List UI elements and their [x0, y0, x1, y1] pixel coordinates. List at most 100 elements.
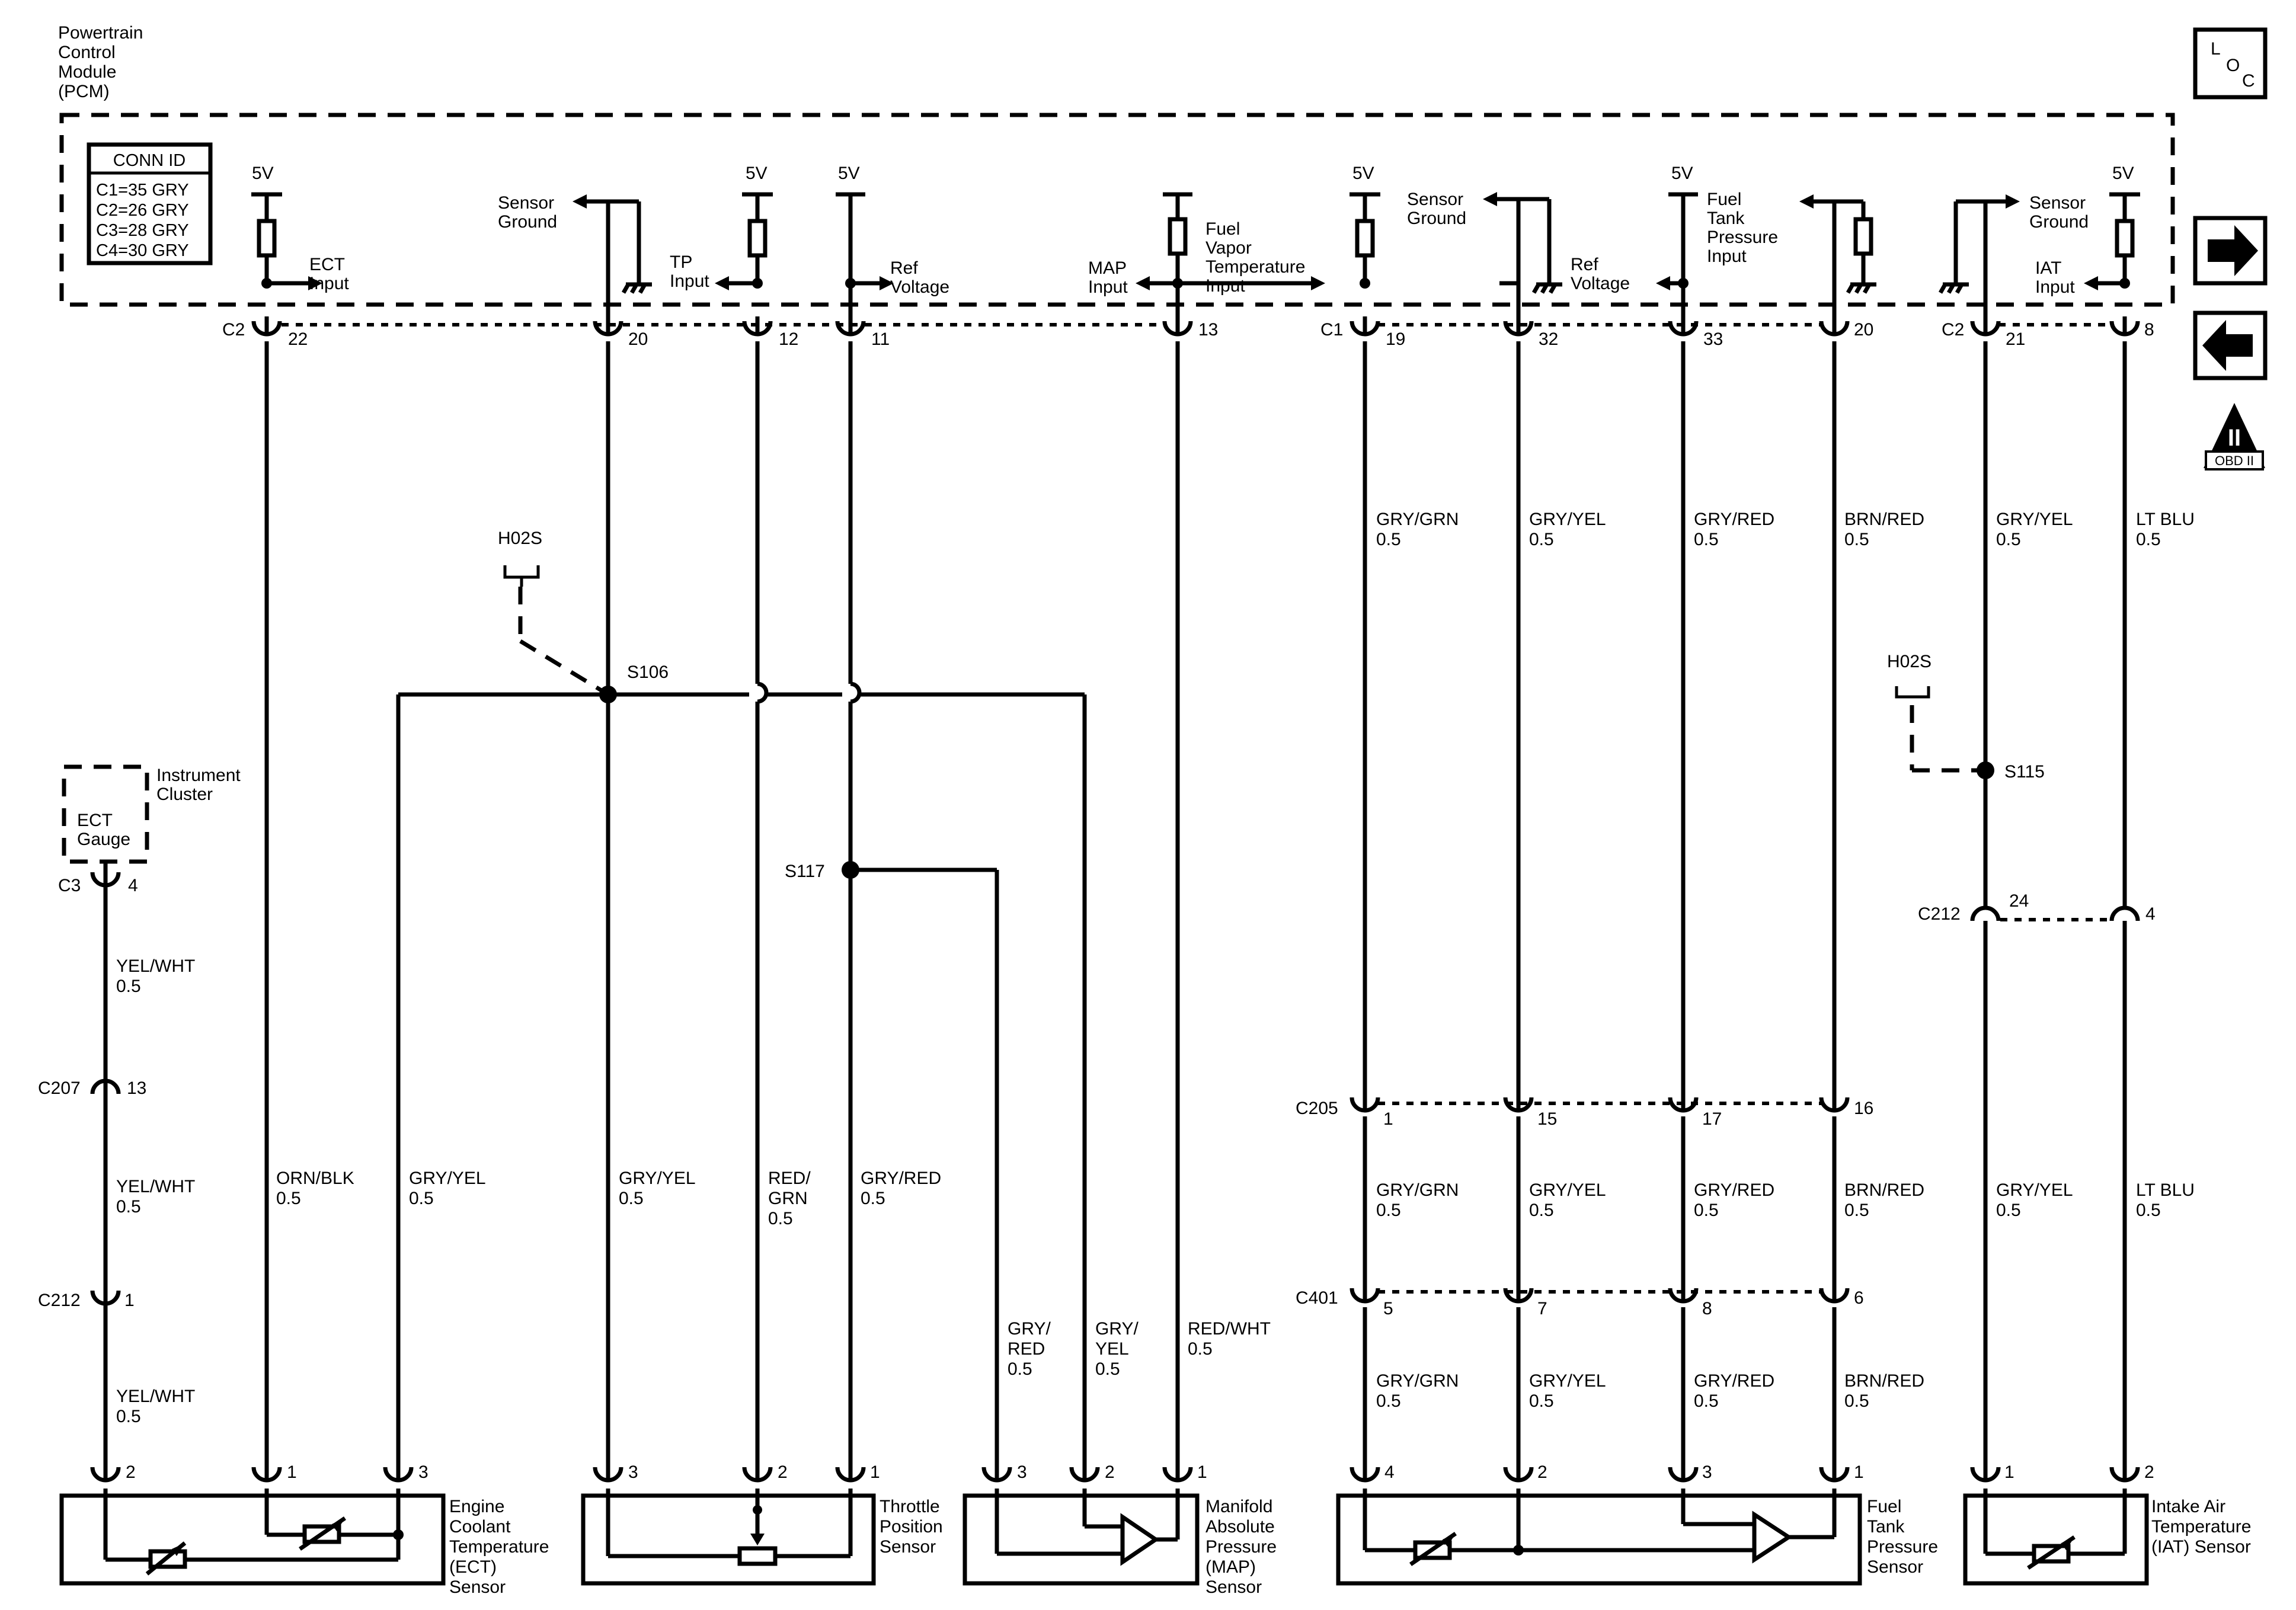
svg-text:Ref: Ref [1571, 255, 1598, 274]
svg-text:S106: S106 [627, 662, 669, 682]
svg-text:1: 1 [870, 1462, 880, 1482]
svg-text:ECT: ECT [77, 811, 113, 830]
svg-text:32: 32 [1539, 329, 1558, 349]
svg-text:C2: C2 [1942, 320, 1964, 340]
svg-text:IAT: IAT [2035, 258, 2061, 278]
svg-text:GRY/: GRY/ [1008, 1319, 1051, 1339]
svg-text:1: 1 [2004, 1462, 2014, 1482]
svg-text:15: 15 [1537, 1109, 1557, 1129]
svg-text:ECT: ECT [309, 255, 345, 274]
svg-text:5V: 5V [1671, 164, 1693, 183]
svg-text:OBD II: OBD II [2215, 453, 2254, 468]
svg-text:5V: 5V [1352, 164, 1374, 183]
svg-text:0.5: 0.5 [1844, 1391, 1869, 1411]
svg-text:C: C [2242, 71, 2255, 91]
svg-text:0.5: 0.5 [1376, 1201, 1401, 1220]
harness-wires [103, 341, 2127, 1466]
pcm-internal-circuits: 5V ECT Input Sensor Ground 5V TP Input 5… [251, 164, 2140, 325]
svg-text:GRY/: GRY/ [1095, 1319, 1139, 1339]
svg-text:1: 1 [124, 1291, 135, 1310]
svg-text:GRY/GRN: GRY/GRN [1376, 510, 1459, 529]
svg-text:4: 4 [2145, 904, 2156, 924]
svg-text:Throttle: Throttle [880, 1497, 940, 1516]
svg-text:RED: RED [1008, 1339, 1045, 1359]
svg-text:MAP: MAP [1088, 258, 1127, 278]
svg-text:Input: Input [1088, 277, 1128, 297]
svg-text:Sensor: Sensor [1867, 1557, 1923, 1577]
svg-text:0.5: 0.5 [1844, 530, 1869, 549]
svg-text:0.5: 0.5 [1008, 1359, 1032, 1379]
svg-text:Input: Input [1707, 247, 1747, 266]
svg-text:Module: Module [58, 62, 116, 82]
svg-text:BRN/RED: BRN/RED [1844, 510, 1924, 529]
svg-text:Ground: Ground [498, 212, 557, 232]
svg-text:12: 12 [779, 329, 798, 349]
svg-text:Ref: Ref [890, 258, 918, 278]
pcm-title: Powertrain Control Module (PCM) [58, 23, 143, 101]
svg-text:3: 3 [628, 1462, 638, 1482]
svg-text:5V: 5V [746, 164, 768, 183]
svg-text:Sensor: Sensor [498, 193, 554, 213]
svg-text:Fuel: Fuel [1205, 219, 1240, 239]
location-button[interactable]: L O C [2193, 27, 2268, 100]
svg-text:LT BLU: LT BLU [2136, 510, 2195, 529]
svg-text:8: 8 [1702, 1299, 1712, 1318]
splice-s117: S117 [785, 861, 859, 881]
connector-c212-right: C212 24 4 [1918, 891, 2156, 1466]
svg-text:C1=35 GRY: C1=35 GRY [96, 181, 189, 200]
svg-text:0.5: 0.5 [1844, 1201, 1869, 1220]
svg-text:0.5: 0.5 [1694, 530, 1719, 549]
svg-text:GRY/YEL: GRY/YEL [619, 1169, 696, 1188]
svg-text:GRY/YEL: GRY/YEL [1996, 510, 2073, 529]
arrow-right-icon[interactable] [2193, 216, 2268, 286]
svg-text:Temperature: Temperature [1205, 257, 1305, 277]
svg-text:0.5: 0.5 [116, 977, 141, 996]
svg-text:Tank: Tank [1707, 209, 1745, 228]
svg-text:C2=26 GRY: C2=26 GRY [96, 201, 189, 220]
svg-text:Sensor: Sensor [1205, 1577, 1262, 1597]
svg-text:C212: C212 [1918, 904, 1961, 924]
svg-text:0.5: 0.5 [116, 1197, 141, 1217]
svg-text:RED/WHT: RED/WHT [1188, 1319, 1271, 1339]
svg-text:Vapor: Vapor [1205, 238, 1252, 258]
svg-text:6: 6 [1854, 1288, 1864, 1308]
arrow-left-icon[interactable] [2193, 311, 2268, 380]
svg-text:H02S: H02S [498, 529, 542, 548]
svg-text:O: O [2226, 56, 2240, 75]
svg-text:Temperature: Temperature [2151, 1517, 2251, 1537]
svg-text:7: 7 [1537, 1299, 1547, 1318]
svg-text:Input: Input [2035, 277, 2075, 297]
svg-text:C401: C401 [1296, 1288, 1338, 1308]
svg-text:20: 20 [1854, 320, 1873, 340]
svg-text:Sensor: Sensor [449, 1577, 506, 1597]
svg-text:GRY/YEL: GRY/YEL [1529, 1180, 1606, 1200]
svg-text:BRN/RED: BRN/RED [1844, 1371, 1924, 1391]
svg-text:C1: C1 [1320, 320, 1343, 340]
svg-text:Voltage: Voltage [1571, 274, 1630, 293]
svg-text:Coolant: Coolant [449, 1517, 511, 1537]
svg-text:GRY/RED: GRY/RED [861, 1169, 941, 1188]
svg-text:(IAT) Sensor: (IAT) Sensor [2151, 1537, 2251, 1557]
svg-text:YEL/WHT: YEL/WHT [116, 1177, 195, 1196]
svg-text:0.5: 0.5 [276, 1189, 301, 1208]
svg-text:H02S: H02S [1887, 652, 1932, 671]
svg-text:Voltage: Voltage [890, 277, 949, 297]
svg-text:0.5: 0.5 [1694, 1201, 1719, 1220]
map-sensor: 3 2 1 Manifold Absolute Pressure (MAP) S… [962, 1462, 1277, 1597]
svg-text:YEL/WHT: YEL/WHT [116, 956, 195, 976]
svg-text:0.5: 0.5 [1529, 1201, 1554, 1220]
svg-text:(MAP): (MAP) [1205, 1557, 1256, 1577]
svg-text:0.5: 0.5 [1996, 530, 2021, 549]
svg-text:Pressure: Pressure [1867, 1537, 1938, 1557]
svg-text:16: 16 [1854, 1099, 1873, 1118]
fuel-tank-pressure-sensor: 4 2 3 1 Fuel Tank Pressure Sensor [1336, 1462, 1938, 1586]
svg-text:1: 1 [287, 1462, 297, 1482]
instrument-cluster: Instrument Cluster ECT Gauge C3 4 [58, 764, 241, 895]
svg-text:0.5: 0.5 [116, 1407, 141, 1426]
svg-text:1: 1 [1197, 1462, 1207, 1482]
svg-text:YEL: YEL [1095, 1339, 1129, 1359]
svg-text:0.5: 0.5 [1694, 1391, 1719, 1411]
